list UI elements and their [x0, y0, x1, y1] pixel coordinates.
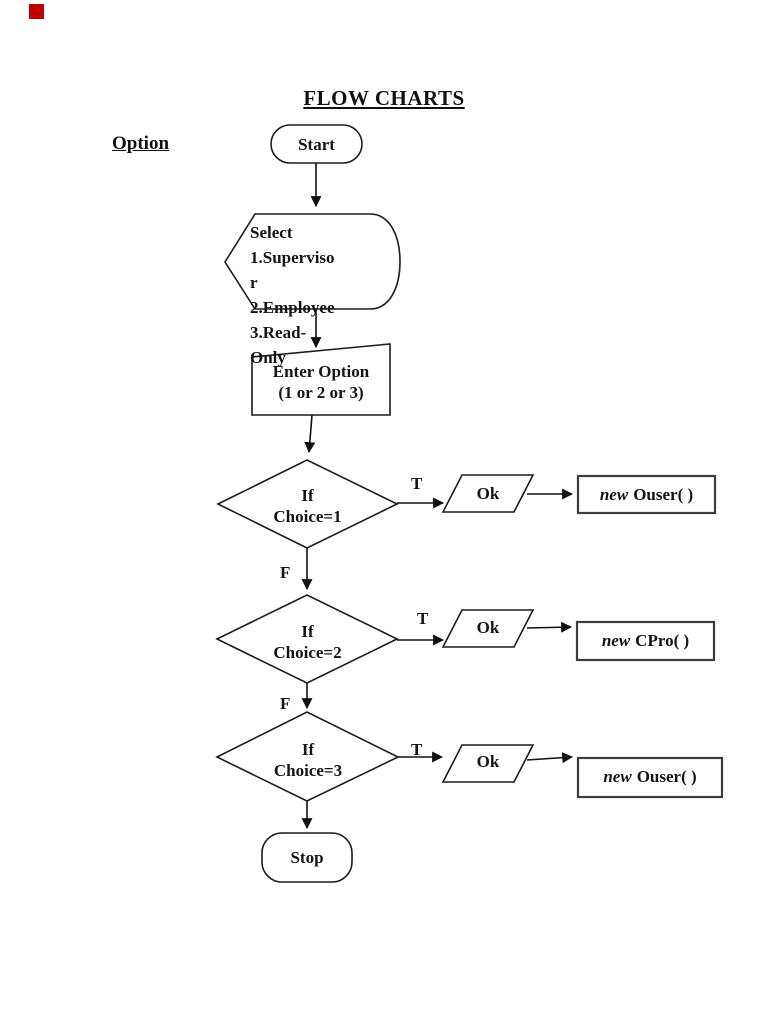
input-line2: (1 or 2 or 3)	[278, 383, 364, 402]
stop-terminator	[261, 832, 353, 883]
select-line: Select	[250, 223, 293, 242]
select-line: 3.Read-	[250, 323, 307, 342]
action2-call: CPro( )	[635, 631, 690, 650]
select-line: 2.Employee	[250, 298, 335, 317]
select-line: r	[250, 273, 258, 292]
action3-box	[576, 756, 724, 799]
decision2-label: If Choice=2	[237, 621, 378, 663]
decision1-diamond	[216, 459, 399, 549]
arrow-ok3-to-action3	[526, 752, 574, 764]
action1-call: Ouser( )	[633, 485, 694, 504]
io3-label: Ok	[476, 752, 500, 771]
decision2-diamond	[215, 594, 399, 684]
decision1-label: If Choice=1	[237, 485, 378, 527]
red-marker	[29, 4, 44, 19]
action3-keyword: new	[603, 767, 632, 786]
decision3-label: If Choice=3	[237, 739, 379, 781]
action1-keyword: new	[599, 485, 629, 504]
decision3-line1: If	[301, 740, 315, 759]
io2-parallelogram	[441, 609, 535, 648]
decision1-line2: Choice=1	[273, 507, 342, 526]
page-title: FLOW CHARTS	[303, 86, 465, 110]
start-terminator	[270, 124, 363, 164]
option-label: Option	[112, 133, 170, 154]
manual-input-label: Enter Option (1 or 2 or 3)	[251, 361, 391, 403]
io1-label: Ok	[476, 484, 500, 503]
action2-keyword: new	[601, 631, 631, 650]
decision2-line1: If	[301, 622, 314, 641]
arrow-ok2-to-action2	[526, 621, 573, 633]
manual-input-shape	[251, 343, 391, 416]
arrow-input-to-decision1	[304, 414, 316, 454]
stop-label: Stop	[290, 848, 324, 867]
io2-label: Ok	[476, 618, 500, 637]
io1-parallelogram	[441, 474, 535, 513]
select-line: Only	[250, 348, 286, 367]
start-label: Start	[298, 135, 335, 154]
decision2-line2: Choice=2	[273, 643, 342, 662]
true-label-3: T	[411, 740, 423, 759]
action1-box	[576, 474, 717, 515]
false-label-1: F	[280, 563, 291, 582]
select-display-shape	[224, 213, 401, 310]
select-text: Select 1.Superviso r 2.Employee 3.Read- …	[250, 220, 390, 370]
false-label-2: F	[280, 694, 291, 713]
decision3-line2: Choice=3	[273, 761, 343, 780]
true-label-2: T	[417, 609, 429, 628]
action3-call: Ouser( )	[636, 767, 697, 786]
true-label-1: T	[411, 474, 423, 493]
input-line1: Enter Option	[272, 362, 370, 381]
decision1-line1: If	[301, 486, 314, 505]
decision3-diamond	[215, 711, 400, 802]
action2-box	[575, 620, 716, 662]
select-line: 1.Superviso	[250, 248, 335, 267]
io3-parallelogram	[441, 744, 535, 783]
